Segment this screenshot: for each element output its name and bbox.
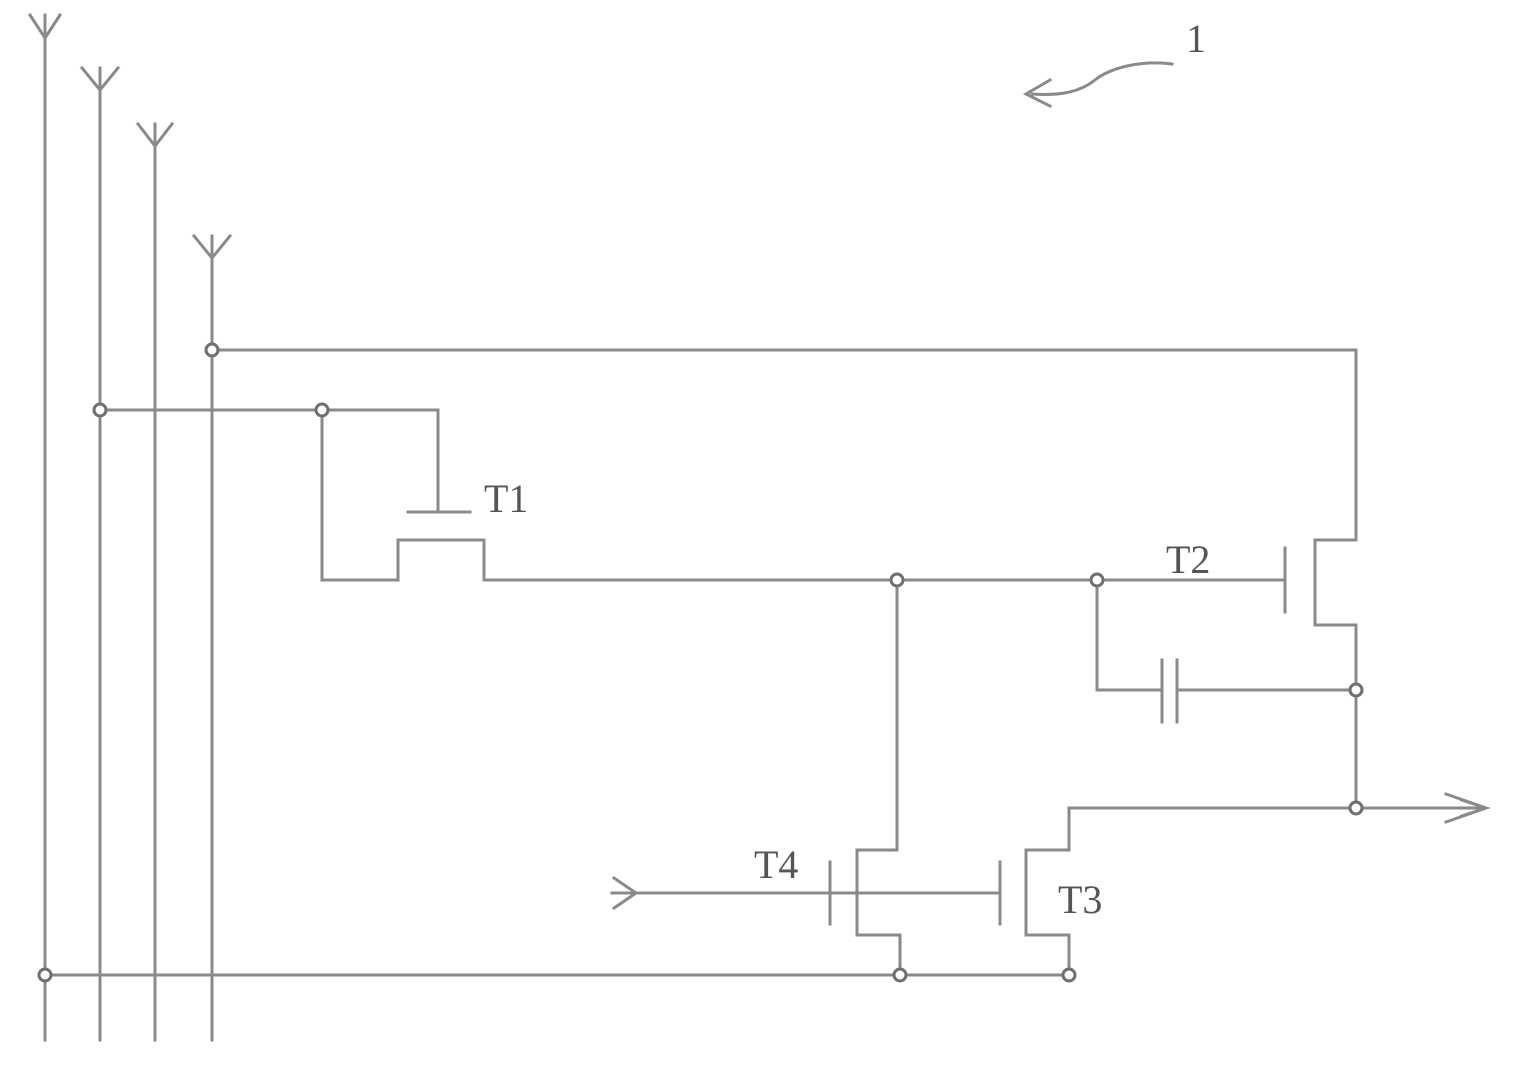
junction-node <box>94 404 106 416</box>
t4-drain-wire <box>857 580 900 975</box>
junction-node <box>894 969 906 981</box>
reference-pointer-line <box>1032 63 1172 95</box>
junction-node <box>1350 802 1362 814</box>
capacitor-left-wire <box>1097 580 1161 690</box>
junction-node <box>1063 969 1075 981</box>
figure-reference-number: 1 <box>1186 16 1206 61</box>
bus-4-input-arrow <box>194 236 230 258</box>
junction-node <box>206 344 218 356</box>
transistor-label-t4: T4 <box>754 842 798 887</box>
bus-2-input-arrow <box>82 68 118 90</box>
junction-node <box>1091 574 1103 586</box>
bus-3-input-arrow <box>138 124 172 146</box>
junction-node <box>891 574 903 586</box>
transistor-label-t1: T1 <box>484 476 528 521</box>
bus-1-input-arrow <box>30 15 60 38</box>
transistor-label-t3: T3 <box>1058 877 1102 922</box>
junction-node <box>1350 684 1362 696</box>
junction-node <box>316 404 328 416</box>
transistor-label-t2: T2 <box>1166 537 1210 582</box>
junction-node <box>39 969 51 981</box>
